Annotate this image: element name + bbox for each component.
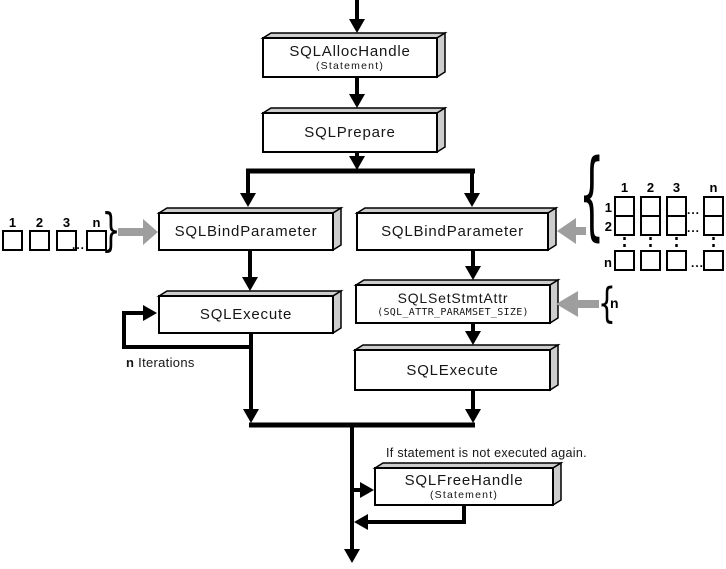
grid-col-label: n [709,180,718,195]
edge-freehandle-return [366,505,466,524]
arrowhead [465,409,481,423]
param-cell [86,230,107,251]
node-shape-sqlallochandle [260,31,448,79]
grid-cell [614,250,635,271]
node-shape-sqlprepare [260,106,448,154]
paramset-count-label: n [610,295,619,311]
grid-dashed-connectors [623,237,715,250]
param-cell [29,230,50,251]
ellipsis: ... [687,221,701,235]
param-index-label: 1 [8,215,17,230]
arrowhead [464,193,480,207]
node-shape-sqlexecute-left [156,289,344,335]
arrowhead [354,514,368,530]
param-cell [2,230,23,251]
param-cell [56,230,77,251]
arrowhead [360,482,374,498]
grid-col-label: 3 [672,180,681,195]
grid-col-label: 2 [646,180,655,195]
freehandle-condition-note: If statement is not executed again. [386,446,587,460]
grid-cell [640,250,661,271]
grid-cell [640,196,661,217]
closing-brace: } [101,205,121,258]
node-shape-sqlexecute-right [352,343,561,392]
arrowhead [344,549,360,563]
edge-iteration-loop [122,311,251,349]
grid-cell [703,215,724,236]
grid-cell [666,196,687,217]
grid-col-label: 1 [620,180,629,195]
arrowhead [349,19,365,33]
gray-arrow-left-params [118,219,158,245]
iterations-annotation: n Iterations [126,356,195,370]
grid-row-label: n [604,255,612,270]
grid-row-label: 1 [604,200,612,215]
node-shape-sqlbindparameter-right [354,206,559,252]
param-index-label: n [92,215,101,230]
arrowhead [243,409,259,423]
grid-cell [703,250,724,271]
arrowhead [143,305,157,321]
param-index-label: 3 [62,215,71,230]
grid-cell [703,196,724,217]
arrowhead [349,94,365,108]
gray-arrow-right-params [557,218,586,244]
node-shape-sqlfreehandle [372,461,564,507]
arrowhead [349,156,365,170]
node-shape-sqlbindparameter-left [156,206,344,252]
node-shape-sqlsetstmtattr [353,278,561,325]
ellipsis: ... [687,203,701,217]
iterations-count: n [126,355,135,370]
opening-brace: { [598,278,616,328]
grid-cell [666,250,687,271]
ellipsis: ... [72,238,86,252]
gray-arrow-paramset-size [556,291,599,317]
grid-cell [614,215,635,236]
iterations-label: Iterations [138,355,195,370]
arrowhead [465,331,481,345]
param-index-label: 2 [35,215,44,230]
opening-brace: { [579,141,605,253]
arrowhead [240,193,256,207]
grid-cell [666,215,687,236]
grid-cell [614,196,635,217]
arrowhead [242,277,258,291]
grid-row-label: 2 [604,219,612,234]
connector-edges [122,0,481,563]
gray-arrows [118,218,599,317]
ellipsis: ... [691,256,705,270]
grid-cell [640,215,661,236]
arrowhead [465,266,481,280]
